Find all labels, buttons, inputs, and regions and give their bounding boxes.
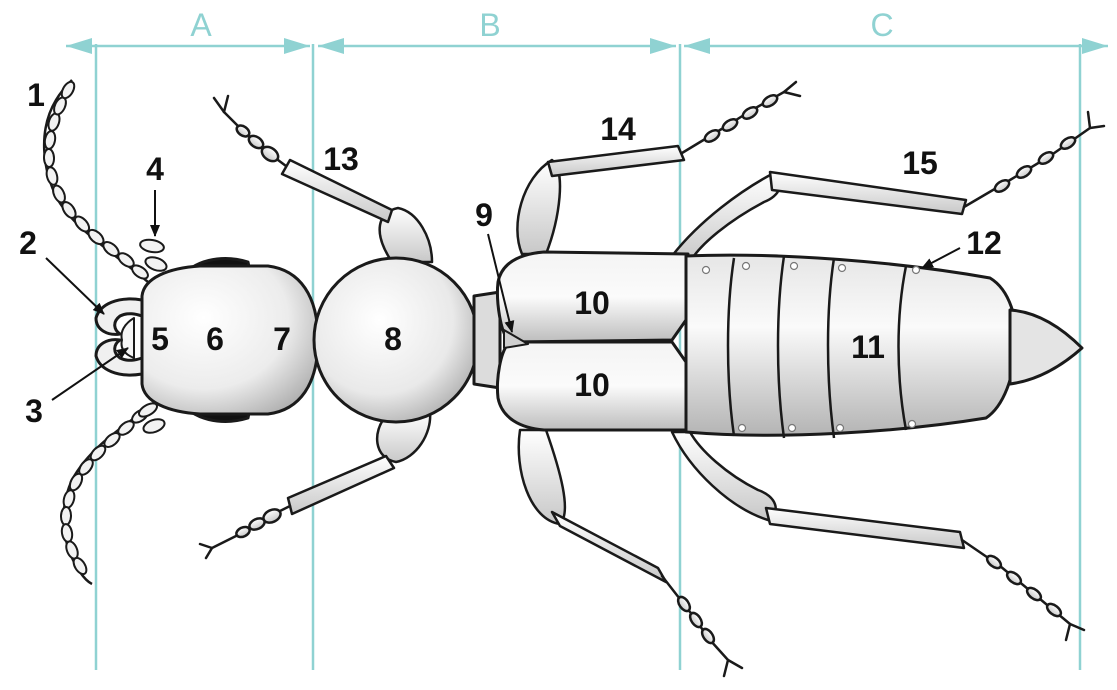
section-a-label: A xyxy=(190,7,212,43)
label-9: 9 xyxy=(475,197,493,233)
hind-left-leg xyxy=(672,112,1104,262)
hind-right-leg xyxy=(672,432,1084,640)
label-7: 7 xyxy=(273,321,291,357)
front-right-leg xyxy=(200,412,430,558)
lower-palp xyxy=(142,417,167,436)
label-1: 1 xyxy=(27,77,45,113)
label-14: 14 xyxy=(600,111,636,147)
mesothorax xyxy=(474,292,500,388)
mandible-lower xyxy=(96,340,142,375)
label-12: 12 xyxy=(966,225,1002,261)
label-3: 3 xyxy=(25,393,43,429)
upper-palp xyxy=(139,238,165,254)
middle-left-leg xyxy=(517,82,800,254)
label-4: 4 xyxy=(146,151,164,187)
arrow-12 xyxy=(922,248,960,268)
front-left-leg xyxy=(214,96,432,262)
label-6: 6 xyxy=(206,321,224,357)
label-8: 8 xyxy=(384,321,402,357)
body xyxy=(96,252,1082,438)
label-10-upper: 10 xyxy=(574,285,610,321)
section-c-label: C xyxy=(870,7,893,43)
label-10-lower: 10 xyxy=(574,367,610,403)
lower-antenna xyxy=(61,407,151,584)
label-11: 11 xyxy=(851,329,885,365)
abdomen-tip xyxy=(1010,310,1082,384)
section-b-label: B xyxy=(479,7,500,43)
label-13: 13 xyxy=(323,141,359,177)
label-5: 5 xyxy=(151,321,169,357)
label-2: 2 xyxy=(19,225,37,261)
mandible-upper xyxy=(96,299,142,334)
label-15: 15 xyxy=(902,145,938,181)
